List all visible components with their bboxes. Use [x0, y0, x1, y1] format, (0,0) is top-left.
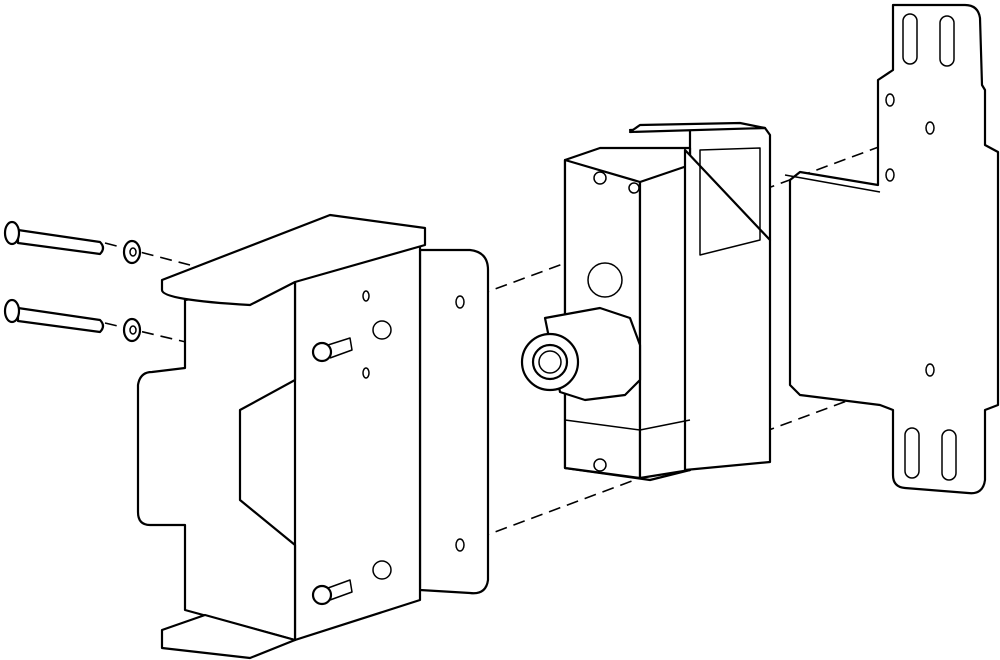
mounting-bracket — [136, 213, 490, 660]
screw-bottom — [3, 298, 105, 334]
screw-top — [3, 220, 105, 256]
housing-screw — [628, 182, 640, 194]
plate-hole — [885, 168, 895, 182]
washer-bottom — [122, 317, 142, 343]
bracket-hole — [372, 560, 392, 580]
mounting-plate — [784, 3, 1000, 495]
bracket-bolt — [311, 341, 333, 363]
slot-bottom-right — [941, 429, 957, 481]
bracket-hole — [372, 320, 392, 340]
housing-screw — [593, 458, 607, 472]
slot-top-left — [902, 13, 918, 65]
plate-hole — [925, 121, 935, 135]
enclosure-housing — [563, 121, 772, 482]
housing-port — [587, 262, 623, 298]
slot-top-right — [939, 15, 955, 67]
cable-gland — [520, 306, 642, 402]
bracket-bolt — [311, 584, 333, 606]
housing-screw — [593, 171, 607, 185]
washer-top — [122, 239, 142, 265]
plate-hole — [885, 93, 895, 107]
slot-bottom-left — [904, 427, 920, 479]
plate-hole — [925, 363, 935, 377]
